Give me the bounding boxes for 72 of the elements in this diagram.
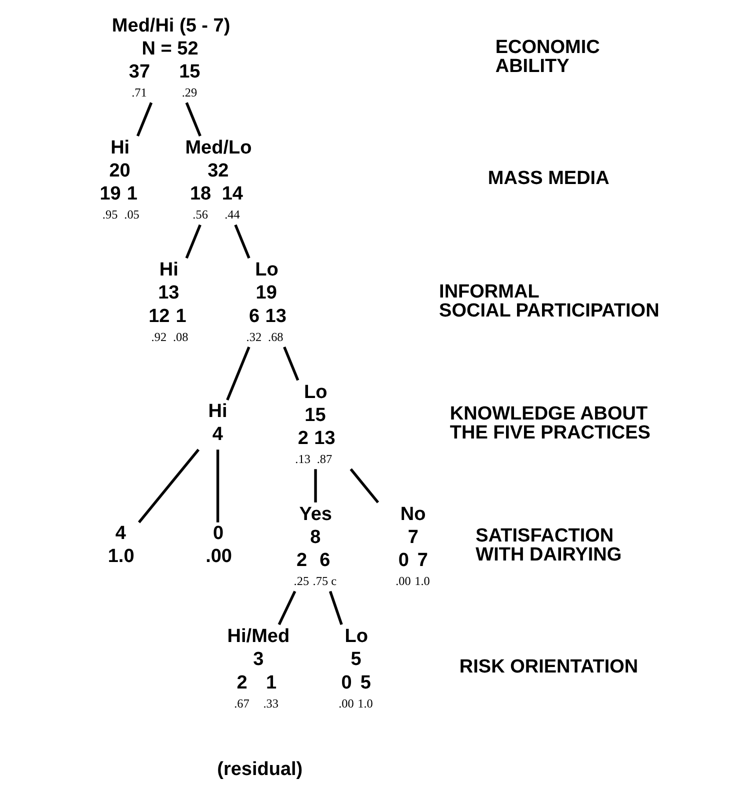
node-label: .67 [234,696,249,710]
node-text: Hi 13 [158,260,179,304]
node-text: 4 1.0 [107,522,134,568]
connector [216,450,219,522]
node-label: 15 [178,61,200,82]
connector [137,448,200,524]
node-label: 14 [221,184,243,205]
connector [328,590,342,626]
connector [184,224,201,259]
connector [277,590,296,626]
node-label: .32 [246,330,262,344]
node-label: 1.0 [414,574,430,588]
label: INFORMAL SOCIAL PARTICIPATION [438,281,659,322]
node-label: .33 [262,696,278,710]
node-label: 6 [319,550,330,572]
node-label: .75 c [312,574,336,588]
node-label: .92 [150,330,166,344]
label: (residual) [216,759,302,780]
node-label: 37 [128,61,150,82]
node-label: 7 [416,550,428,572]
node-text: Hi/Med 3 [226,626,290,670]
node-label: 12 [148,306,170,327]
node-label: .87 [316,452,332,466]
node-label: .00 [338,696,354,710]
node-label: 18 [189,184,211,205]
node-label: .56 [192,208,208,222]
node-label: 1 [175,306,186,327]
node-label: .05 [124,208,139,222]
node-label: 1.0 [357,696,372,710]
connector [226,346,250,401]
connector [184,102,201,136]
node-label: .71 [131,85,146,100]
node-label: 1 [265,672,276,694]
label: KNOWLEDGE ABOUT THE FIVE PRACTICES [449,404,650,444]
node-label: .68 [268,330,283,344]
connector [282,346,299,381]
node-text: Lo 5 [344,626,368,670]
node-label: .29 [181,85,197,100]
node-label: 2 [297,428,308,449]
node-label: 1 [126,184,137,205]
node-label: .25 [293,574,309,588]
label: SATISFACTION WITH DAIRYING [475,526,622,566]
node-label: .00 [395,574,410,588]
node-text: No 7 [400,504,426,548]
connector [234,224,250,259]
node-label: .08 [172,330,188,344]
node-label: .95 [102,208,118,222]
node-label: 13 [264,306,286,327]
node-text: Med/Hi (5 - 7) N = 52 [111,15,230,60]
label: RISK ORIENTATION [458,656,638,678]
connector [314,469,316,502]
node-label: 0 [340,672,352,694]
node-label: 6 [248,306,260,327]
node-label: 19 [99,184,120,205]
connector [136,102,152,136]
node-text: Hi 20 [108,137,130,182]
label: ECONOMIC ABILITY [494,37,600,78]
node-text: Lo 15 [303,382,327,426]
node-label: 2 [236,672,247,694]
node-text: Lo 19 [254,260,278,304]
node-text: 0 .00 [205,522,232,568]
node-label: 0 [398,550,408,572]
node-label: 13 [314,428,335,449]
node-text: Yes 8 [298,504,332,548]
node-label: 2 [296,550,307,572]
connector [349,468,379,504]
label: MASS MEDIA [487,168,609,190]
node-label: 5 [360,672,370,694]
node-label: .13 [294,452,310,466]
node-label: .44 [224,208,240,222]
node-text: Hi 4 [208,400,227,445]
node-text: Med/Lo 32 [184,137,252,182]
